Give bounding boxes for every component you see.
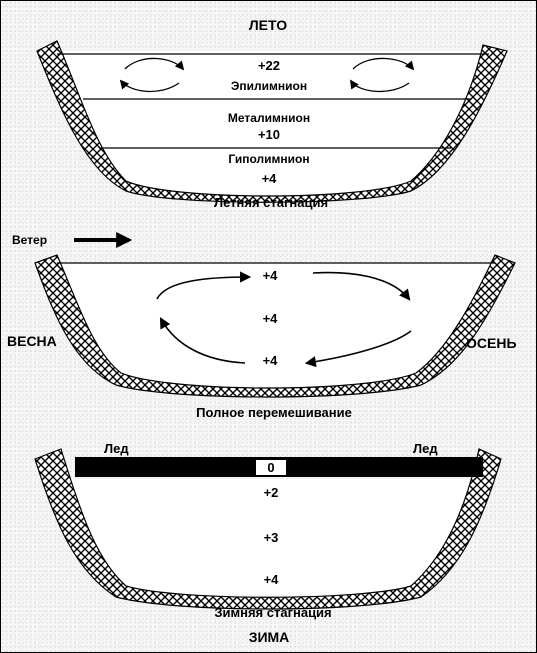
winter-season-title: ЗИМА (249, 629, 290, 645)
ice-label-right: Лед (413, 441, 438, 456)
hypolimnion-label: Гиполимнион (228, 152, 309, 166)
winter-panel: Лед Лед 0 +2 +3 +4 Зимняя стагнация ЗИМА (35, 441, 501, 645)
winter-temperature-bottom: +4 (264, 572, 280, 587)
hypolimnion-temperature: +4 (262, 171, 278, 186)
metalimnion-temperature: +10 (258, 127, 280, 142)
epilimnion-label: Эпилимнион (231, 79, 307, 93)
ice-temperature: 0 (267, 460, 274, 475)
summer-season-title: ЛЕТО (249, 17, 287, 33)
spring-label: ВЕСНА (7, 333, 57, 349)
summer-caption: Летняя стагнация (214, 195, 328, 210)
turnover-panel: Ветер +4 +4 +4 ВЕСНА ОСЕНЬ Полное переме… (7, 233, 517, 420)
winter-caption: Зимняя стагнация (214, 605, 331, 620)
epilimnion-temperature: +22 (258, 58, 280, 73)
winter-temperature-top: +2 (264, 485, 279, 500)
wind-label: Ветер (12, 233, 47, 247)
turnover-caption: Полное перемешивание (196, 405, 352, 420)
autumn-label: ОСЕНЬ (466, 335, 517, 351)
turnover-temperature-bottom: +4 (263, 353, 279, 368)
turnover-temperature-top: +4 (263, 268, 279, 283)
winter-temperature-middle: +3 (264, 530, 279, 545)
turnover-temperature-middle: +4 (263, 311, 279, 326)
summer-panel: ЛЕТО +22 Эпилимнион Металимнион +10 Гипо… (37, 17, 507, 210)
ice-label-left: Лед (104, 441, 129, 456)
metalimnion-label: Металимнион (228, 111, 310, 125)
